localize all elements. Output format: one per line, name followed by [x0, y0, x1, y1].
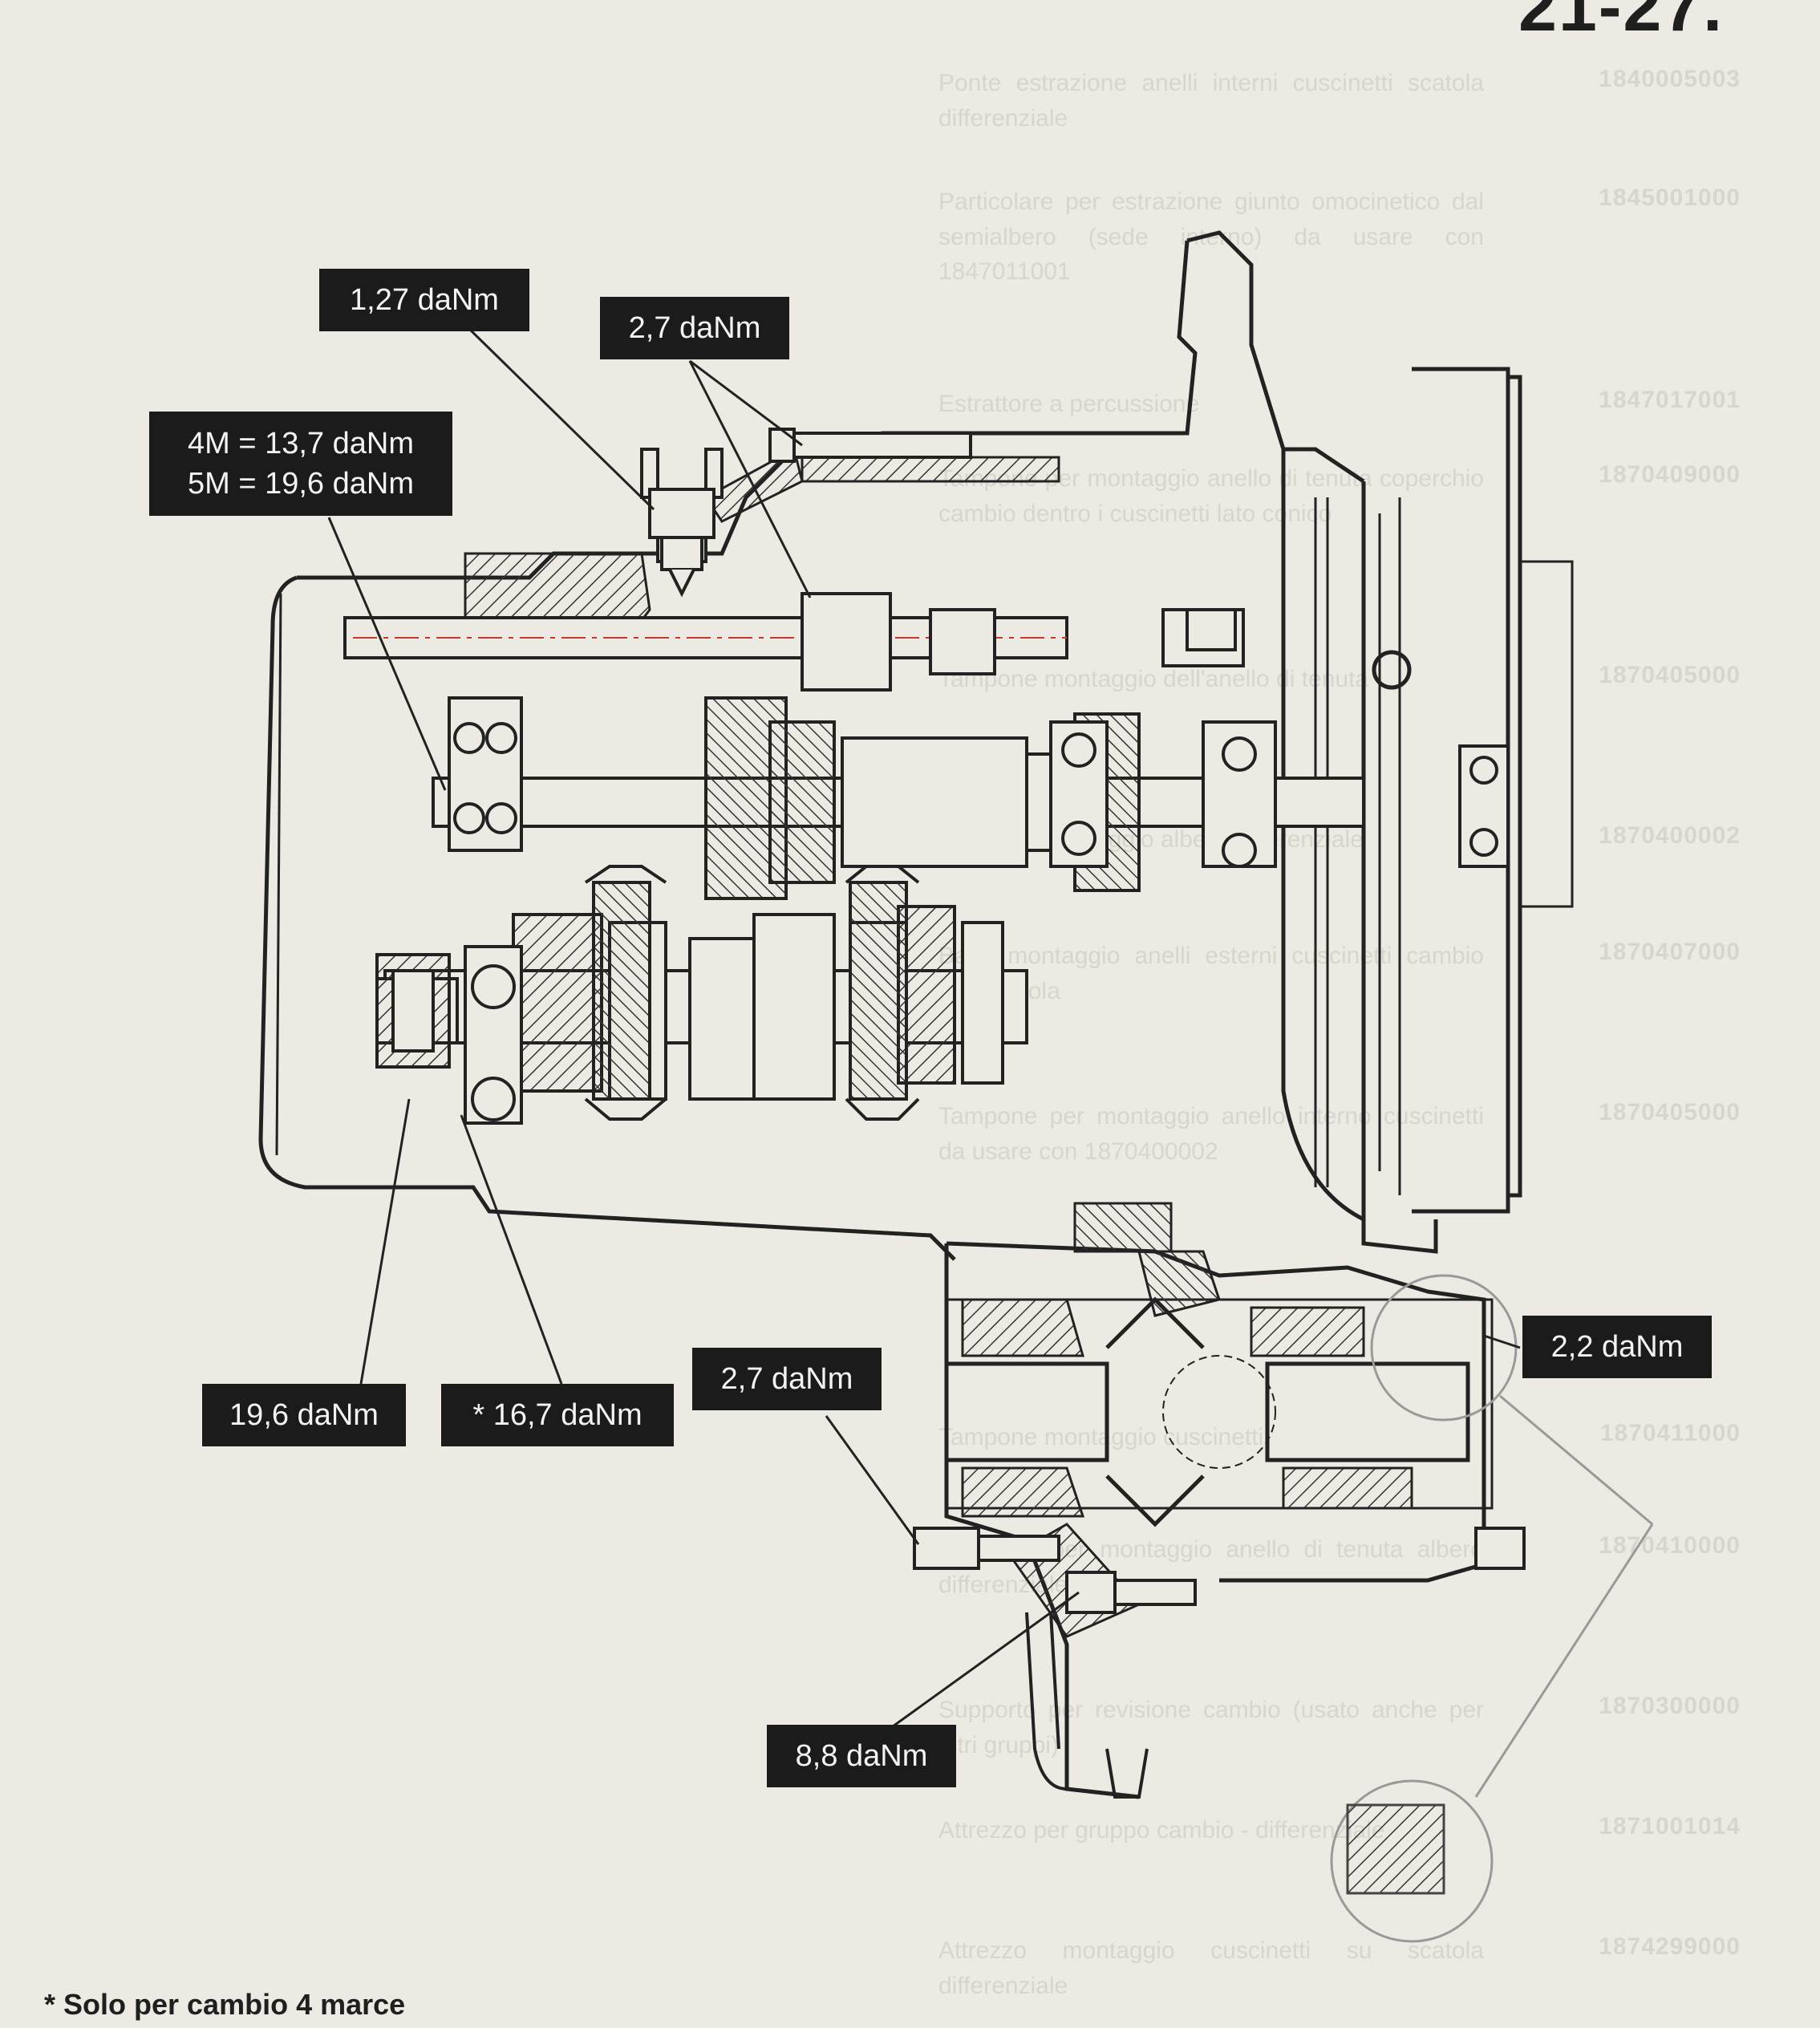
torque-label-top-bolts: 2,7 daNm — [600, 297, 789, 359]
torque-label-output-nut-4m: * 16,7 daNm — [441, 1384, 674, 1446]
tool-description: Base montaggio anelli esterni cuscinetti… — [938, 943, 1484, 1004]
tool-code: 1870407000 — [1599, 939, 1741, 965]
differential-bolts — [913, 1527, 1526, 1614]
tool-description: Estrattore a percussione — [938, 391, 1200, 417]
top-bolts — [768, 428, 1237, 651]
footnote: * Solo per cambio 4 marce — [44, 1988, 406, 2021]
detail-magnifier — [1330, 1274, 1654, 1943]
tool-code: 1870405000 — [1599, 662, 1741, 688]
torque-5m: 5M = 19,6 daNm — [188, 467, 414, 501]
torque-label-diff-cover: 2,7 daNm — [692, 1348, 882, 1410]
leader-lines — [327, 327, 1521, 1738]
torque-label-shaft-nut: 4M = 13,7 daNm 5M = 19,6 daNm — [149, 412, 452, 516]
shaft-end-nut — [375, 953, 451, 1069]
tool-code: 1870411000 — [1599, 1420, 1741, 1446]
tool-code: 1845001000 — [1599, 185, 1741, 211]
differential — [944, 1241, 1494, 1799]
torque-label-output-nut: 19,6 daNm — [202, 1384, 406, 1446]
tool-code: 1870410000 — [1599, 1532, 1741, 1559]
tool-description: Ponte estrazione anelli interni cuscinet… — [938, 70, 1484, 132]
torque-label-breather: 1,27 daNm — [319, 269, 529, 331]
torque-label-clutch: 2,2 daNm — [1522, 1316, 1712, 1378]
tool-code: 1870405000 — [1599, 1099, 1741, 1126]
torque-label-ring-gear: 8,8 daNm — [767, 1725, 956, 1787]
sump-cover — [1025, 1612, 1149, 1799]
tool-description: Supporto per revisione cambio (usato anc… — [938, 1697, 1484, 1758]
breather-plug — [648, 488, 715, 598]
tool-code: 1870300000 — [1599, 1693, 1741, 1719]
tool-code: 1847017001 — [1599, 387, 1741, 413]
bearings — [448, 696, 1510, 1125]
tool-description: Tampone per montaggio anello interno cus… — [938, 1103, 1484, 1165]
tool-code: 1870400002 — [1599, 822, 1741, 849]
tool-code: 1874299000 — [1599, 1933, 1741, 1960]
tool-description: Attrezzo montaggio cuscinetti su scatola… — [938, 1937, 1484, 1999]
tool-description: Tampone montaggio cuscinetti — [938, 1424, 1264, 1450]
tool-code: 1870409000 — [1599, 461, 1741, 488]
tool-code: 1840005003 — [1599, 66, 1741, 92]
torque-4m: 4M = 13,7 daNm — [188, 427, 414, 460]
tool-description: Tampone montaggio dell'anello di tenuta — [938, 666, 1369, 692]
page-number: 21-27. — [1518, 0, 1724, 46]
tool-code: 1871001014 — [1599, 1813, 1741, 1839]
synchronizers — [584, 865, 920, 1121]
tool-description: Attrezzo per gruppo cambio - differenzia… — [938, 1817, 1385, 1843]
